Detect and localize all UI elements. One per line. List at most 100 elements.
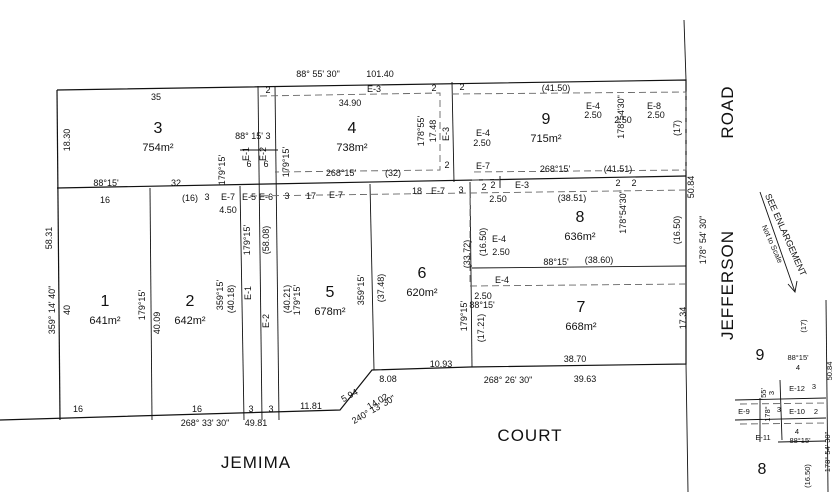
dimension-label: 40: [62, 305, 72, 315]
dimension-label: 179°15': [459, 301, 469, 332]
dimension-label: E-5: [242, 192, 256, 202]
dimension-label: E-3: [441, 127, 451, 141]
lot-number: 1: [101, 293, 110, 310]
dimension-label: E-1: [241, 147, 251, 161]
lot-area: 620m²: [406, 287, 438, 299]
dimension-label: 178° 54' 30": [698, 216, 708, 265]
dimension-label: 2.50: [473, 138, 491, 148]
dimension-label: (37.48): [376, 274, 386, 303]
dimension-label: 359°15': [215, 280, 225, 311]
dimension-label: 16: [192, 404, 202, 414]
dimension-label: (58.08): [261, 226, 271, 255]
lot-area: 715m²: [530, 133, 562, 145]
lot-number: 7: [577, 299, 586, 316]
dimension-label: 16: [100, 195, 110, 205]
enlargement-dimension: 88°15': [787, 353, 809, 362]
dimension-label: (33.72): [462, 240, 472, 269]
dimension-label: (17.21): [476, 314, 486, 343]
enlargement-dimension: 178°: [763, 406, 772, 422]
dimension-label: E-7: [329, 190, 343, 200]
enlargement-dimension: (16.50): [803, 464, 812, 488]
dimension-label: 179°15': [137, 290, 147, 321]
dimension-label: 2.50: [614, 115, 632, 125]
dimension-label: 18.30: [62, 129, 72, 152]
dimension-label: 17: [306, 191, 316, 201]
enlargement-dimension: 2: [814, 407, 818, 416]
dimension-label: 268° 26' 30": [484, 375, 533, 385]
dimension-label: 101.40: [366, 69, 394, 79]
dimension-label: 39.63: [574, 374, 597, 384]
dimension-label: 6: [263, 159, 268, 169]
dimension-label: 32: [171, 178, 181, 188]
dimension-label: 11.81: [300, 401, 322, 411]
lot-number: 8: [576, 209, 585, 226]
dimension-label: (16.50): [672, 216, 682, 245]
dimension-label: 58.31: [44, 227, 54, 250]
enlargement-dimension: 178° 54' 30": [823, 431, 832, 472]
lot-boundaries: [0, 19, 829, 493]
lot-number: 2: [186, 293, 195, 310]
enlargement-dimension: 3: [767, 391, 776, 395]
dimension-label: 2: [265, 85, 270, 95]
dimension-label: E-7: [221, 192, 235, 202]
lot-area: 738m²: [336, 142, 368, 154]
dimension-label: 179°15': [292, 285, 302, 316]
road-name-jefferson: JEFFERSON: [718, 230, 737, 340]
dimension-label: 3: [248, 404, 253, 414]
dimension-label: 3: [458, 185, 463, 195]
lot-area: 754m²: [142, 142, 174, 154]
dimension-label: 49.81: [245, 418, 268, 428]
dimension-label: 268°15': [540, 164, 571, 174]
dimension-label: 179°15': [281, 147, 291, 178]
lot-number: 4: [348, 120, 357, 137]
dimension-label: 88°15': [543, 257, 569, 267]
dimension-label: 35: [151, 92, 161, 102]
dimension-label: E-8: [647, 101, 661, 111]
lot-labels: 1641m²2642m²3754m²4738m²5678m²6620m²7668…: [89, 111, 597, 333]
dimension-label: 2: [459, 82, 464, 92]
dimension-label: E-3: [515, 180, 529, 190]
dimension-label: E-3: [367, 84, 381, 94]
dimension-label: 2: [444, 160, 449, 170]
dimension-label: 2.50: [647, 110, 665, 120]
dimension-label: 38.70: [564, 354, 587, 364]
enlargement-dimension: 55': [759, 388, 768, 398]
enlargement-arrowhead: [787, 280, 798, 293]
dimension-label: 268° 33' 30": [181, 418, 230, 428]
dimension-label: E-6: [259, 192, 273, 202]
dimension-label: 2.50: [474, 291, 492, 301]
dimension-label: (38.51): [558, 193, 587, 203]
enlargement-dimension: 3: [777, 405, 781, 414]
dimension-label: 18: [412, 186, 422, 196]
dimension-label: 2: [490, 180, 495, 190]
lot-area: 641m²: [89, 315, 121, 327]
enlargement-lot-number: 8: [758, 461, 767, 478]
road-name-court: COURT: [497, 426, 562, 445]
dimension-label: 3: [268, 404, 273, 414]
dimension-label: 16: [73, 404, 83, 414]
dimension-label: 2.50: [489, 194, 507, 204]
dimension-label: (32): [385, 168, 401, 178]
dimension-label: (40.18): [226, 285, 236, 314]
dimension-label: 179°15': [217, 155, 227, 186]
dimension-label: (38.60): [585, 255, 614, 265]
enlargement-dimension: E-9: [738, 407, 750, 416]
enlargement-dimension: E-11: [755, 433, 770, 442]
dimension-label: 88° 15': [235, 131, 263, 141]
dimension-label: 2: [631, 178, 636, 188]
dimension-label: 10.93: [430, 359, 453, 369]
lot-number: 5: [326, 284, 335, 301]
easement-lines: [249, 91, 827, 425]
lot-number: 6: [418, 265, 427, 282]
lot-area: 678m²: [314, 306, 346, 318]
enlargement-dimension: 4: [795, 427, 799, 436]
dimension-label: 178°54'30": [618, 190, 628, 234]
dimension-label: E-4: [495, 275, 509, 285]
dimension-label: 17.48: [428, 120, 438, 143]
dimension-label: 268°15': [326, 168, 357, 178]
dimension-label: 88° 55' 30": [296, 69, 340, 79]
dimension-label: E-2: [261, 314, 271, 328]
